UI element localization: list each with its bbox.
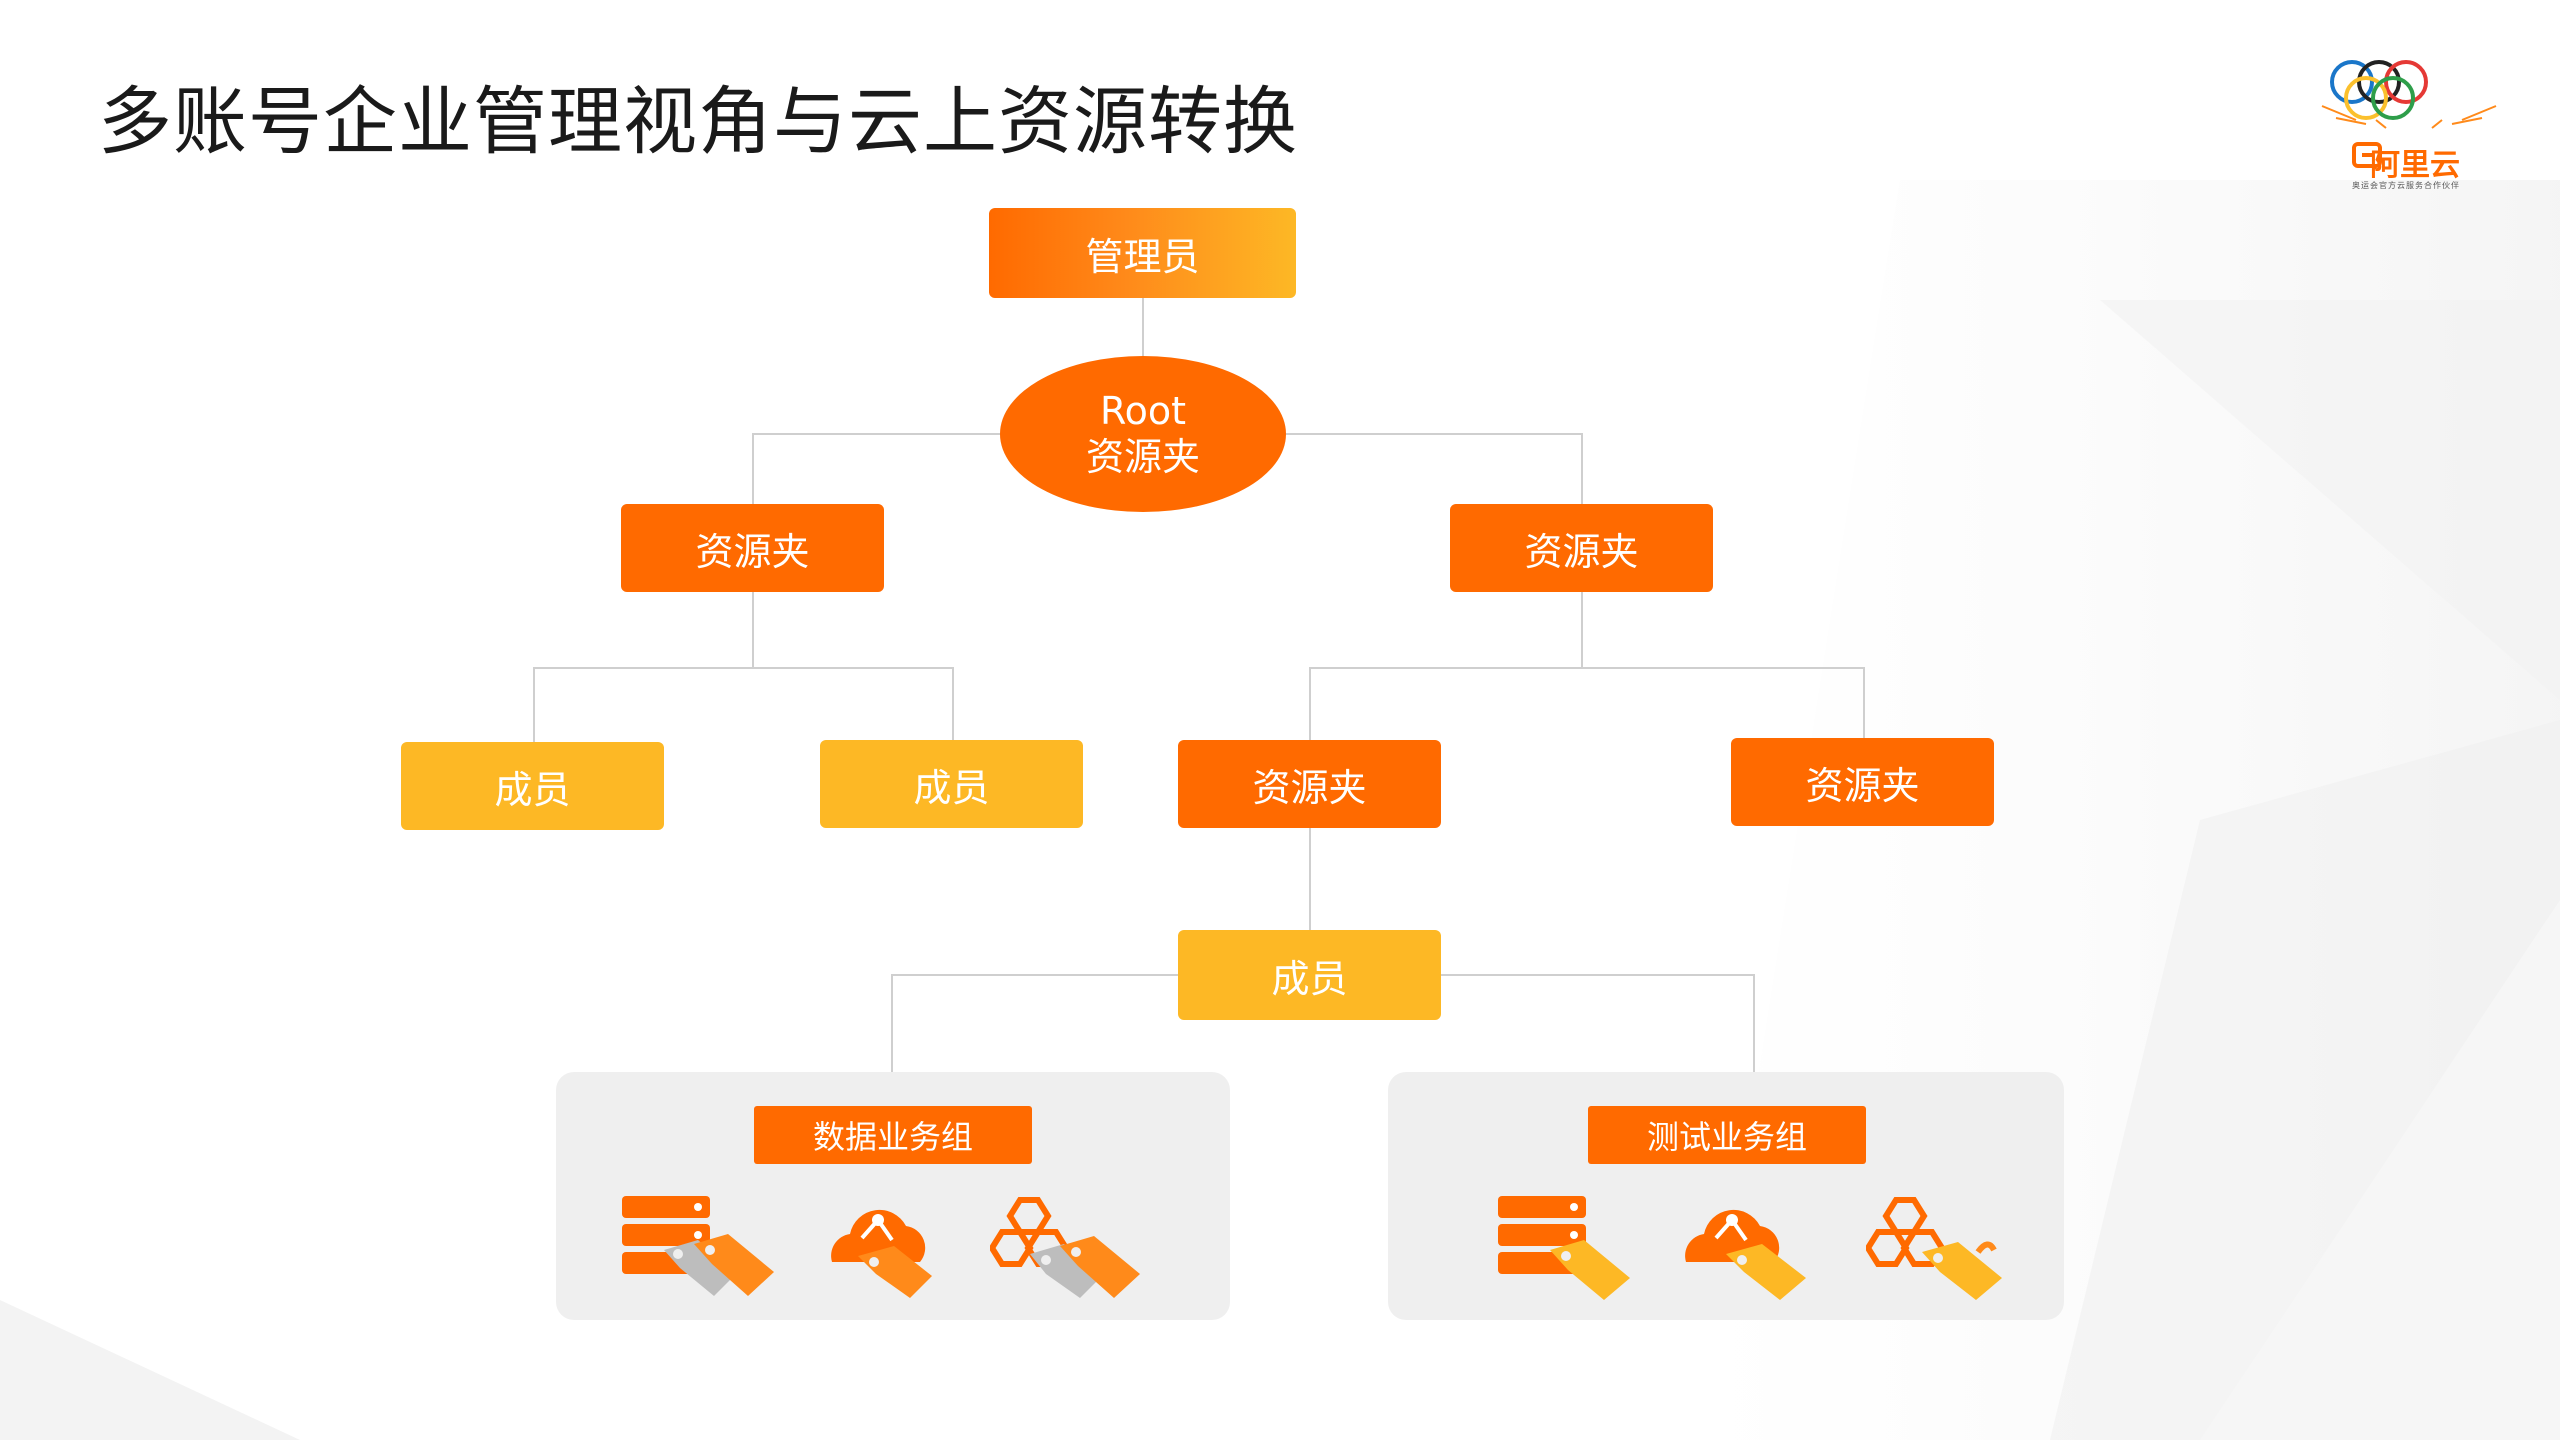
database-tag-icon	[622, 1196, 774, 1296]
test-group-label: 测试业务组	[1588, 1106, 1866, 1164]
hexagon-tag-icon	[990, 1197, 1140, 1298]
folder-node-left: 资源夹	[621, 504, 884, 592]
root-folder-node: Root 资源夹	[1000, 356, 1286, 512]
root-node-label: Root	[1099, 389, 1187, 433]
cloud-tag-icon	[1685, 1209, 1806, 1300]
hexagon-tag-icon	[1866, 1197, 2002, 1300]
folder-node-sub-left: 资源夹	[1178, 740, 1441, 828]
data-group-label: 数据业务组	[754, 1106, 1032, 1164]
slide-title: 多账号企业管理视角与云上资源转换	[98, 79, 1298, 165]
member-node-bottom: 成员	[1178, 930, 1441, 1020]
cloud-tag-icon	[831, 1209, 932, 1298]
folder-node-sub-right: 资源夹	[1731, 738, 1994, 826]
logo-name: 阿里云	[2370, 148, 2460, 183]
database-tag-icon	[1498, 1196, 1630, 1300]
admin-node: 管理员	[989, 208, 1296, 298]
member-node-left-2: 成员	[820, 740, 1083, 828]
member-node-left-1: 成员	[401, 742, 664, 830]
olympic-rings-logo	[2321, 60, 2497, 168]
logo-tagline: 奥运会官方云服务合作伙伴	[2352, 181, 2460, 190]
folder-node-right: 资源夹	[1450, 504, 1713, 592]
root-node-sublabel: 资源夹	[1085, 435, 1200, 479]
